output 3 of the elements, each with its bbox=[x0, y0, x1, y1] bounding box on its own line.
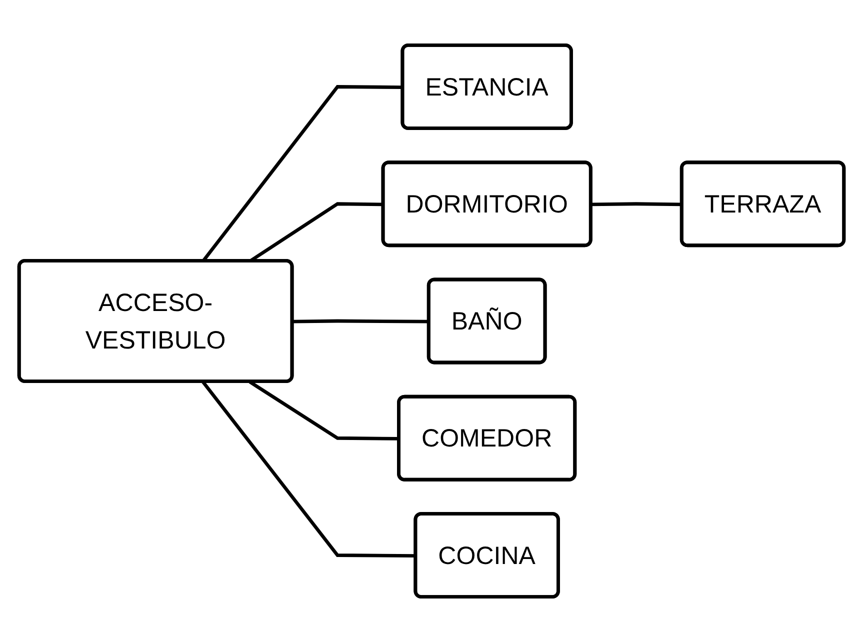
connector bbox=[292, 319, 430, 324]
connector bbox=[591, 202, 682, 206]
connector bbox=[202, 380, 416, 558]
